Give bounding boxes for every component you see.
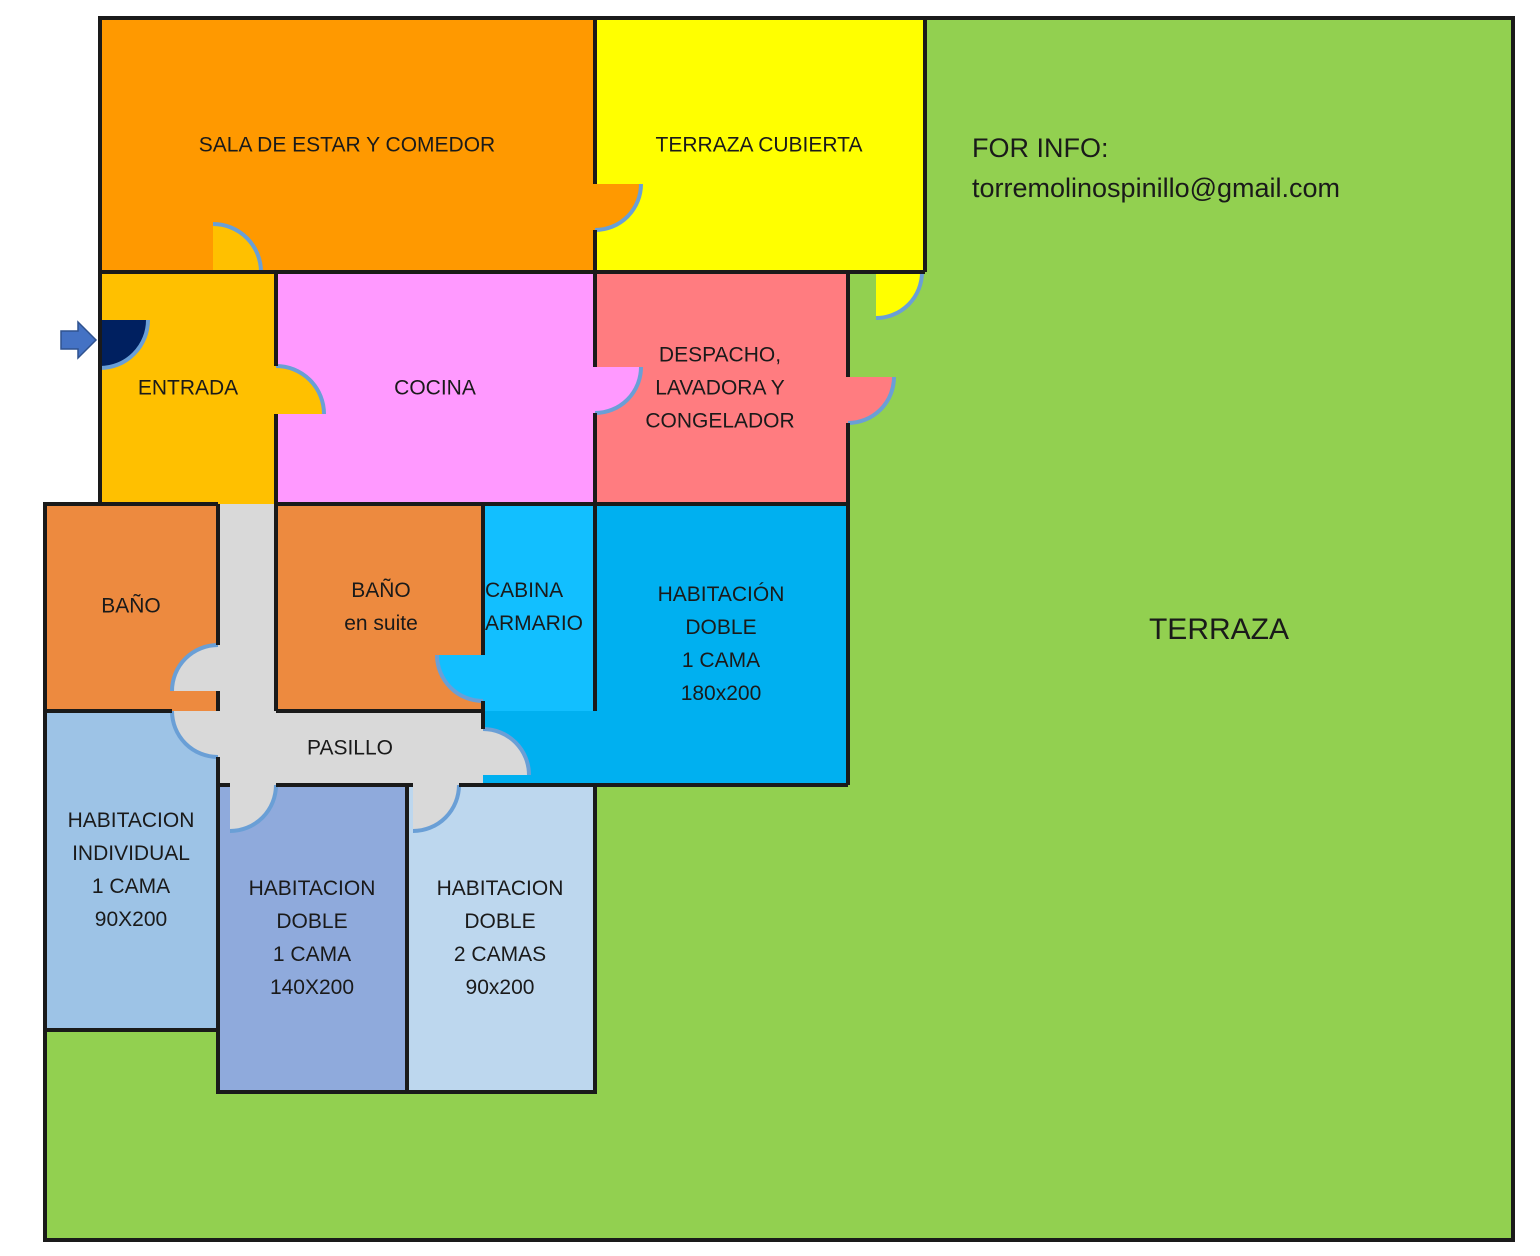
label-line: 1 CAMA [92,875,170,898]
label-bano: BAÑO [101,594,161,618]
label-line: HABITACION [68,809,195,832]
label-line: HABITACION [249,877,376,900]
label-line: en suite [344,612,418,635]
door-habitacion-doble-140-arc [229,784,278,833]
door-despacho [595,367,641,413]
room-sala-de-estar [100,18,595,272]
label-line: 140X200 [270,976,354,999]
label-line: 1 CAMA [682,649,760,672]
door-terraza-cubierta-arc [594,183,643,232]
info-heading: FOR INFO: [972,133,1109,163]
doors [99,183,924,833]
label-line: TERRAZA CUBIERTA [656,134,863,157]
label-line: 180x200 [681,682,762,705]
label-line: TERRAZA [1149,613,1289,646]
door-terraza-cubierta-exterior [876,272,922,318]
door-despacho-exterior [848,377,894,423]
label-line: CABINA [485,579,563,602]
door-bano-suite [437,655,483,701]
room-habitacion-doble-140 [218,785,407,1092]
label-line: SALA DE ESTAR Y COMEDOR [199,134,495,157]
label-entrada: ENTRADA [138,377,238,400]
label-line: PASILLO [307,737,393,760]
door-bano [172,645,218,691]
door-sala-entrada-arc [212,222,263,273]
door-entrada-main [100,320,148,368]
label-line: INDIVIDUAL [72,842,190,865]
label-line: BAÑO [351,578,411,602]
door-cocina [276,366,324,414]
label-line: HABITACION [437,877,564,900]
door-terraza-cubierta-exterior-arc [875,271,924,320]
door-habitacion-individual [172,711,218,757]
door-habitacion-doble-2-camas [413,785,459,831]
label-line: ARMARIO [485,612,583,635]
label-sala: SALA DE ESTAR Y COMEDOR [199,134,495,157]
room-entrada [100,272,276,504]
label-despacho: DESPACHO, LAVADORA Y CONGELADOR [645,344,794,433]
info-email: torremolinospinillo@gmail.com [972,173,1340,203]
label-pasillo: PASILLO [307,737,393,760]
label-habitacion-doble-2-camas: HABITACION DOBLE 2 CAMAS 90x200 [437,877,564,999]
label-line: ENTRADA [138,377,238,400]
door-habitacion-individual-arc [170,710,219,759]
label-line: DOBLE [685,616,756,639]
label-terraza-cubierta: TERRAZA CUBIERTA [656,134,863,157]
label-line: 90x200 [466,976,535,999]
room-cabina-armario [483,504,595,711]
label-line: 1 CAMA [273,943,351,966]
door-terraza-cubierta [595,184,641,230]
door-despacho-arc [594,366,643,415]
label-line: DESPACHO, [659,344,781,367]
door-habitacion-doble-140 [230,785,276,831]
room-pasillo [218,504,483,785]
room-habitacion-doble-2-camas [407,785,595,1092]
door-entrada-main-arc [99,319,150,370]
label-habitacion-individual: HABITACION INDIVIDUAL 1 CAMA 90X200 [68,809,195,931]
room-cocina [276,272,595,504]
door-despacho-exterior-arc [847,376,896,425]
label-line: 2 CAMAS [454,943,546,966]
label-habitacion-doble-140: HABITACION DOBLE 1 CAMA 140X200 [249,877,376,999]
room-labels: SALA DE ESTAR Y COMEDOR TERRAZA CUBIERTA… [68,134,1289,1000]
label-line: CONGELADOR [645,410,794,433]
label-line: DOBLE [464,910,535,933]
arrow-right-icon [60,320,98,360]
label-line: HABITACIÓN [658,583,785,606]
label-line: COCINA [394,377,476,400]
label-line: BAÑO [101,594,161,618]
walls [43,16,1515,1242]
label-cabina-armario: CABINA ARMARIO [485,579,583,635]
label-habitacion-doble-180: HABITACIÓN DOBLE 1 CAMA 180x200 [658,583,785,705]
door-habitacion-doble-180-arc [482,727,531,776]
label-line: LAVADORA Y [655,377,785,400]
label-terraza: TERRAZA [1149,613,1289,646]
room-terraza-cubierta [595,18,925,272]
door-bano-arc [170,643,219,692]
door-habitacion-doble-2-camas-arc [412,784,461,833]
label-cocina: COCINA [394,377,476,400]
door-habitacion-doble-180 [483,729,529,775]
label-line: 90X200 [95,908,167,931]
door-sala-entrada [213,224,261,272]
label-bano-suite: BAÑO en suite [344,578,418,635]
door-bano-suite-arc [435,654,484,703]
room-habitacion-individual [45,711,218,1030]
door-cocina-arc [275,364,326,415]
terraza-area [45,18,1513,1240]
label-line: DOBLE [276,910,347,933]
